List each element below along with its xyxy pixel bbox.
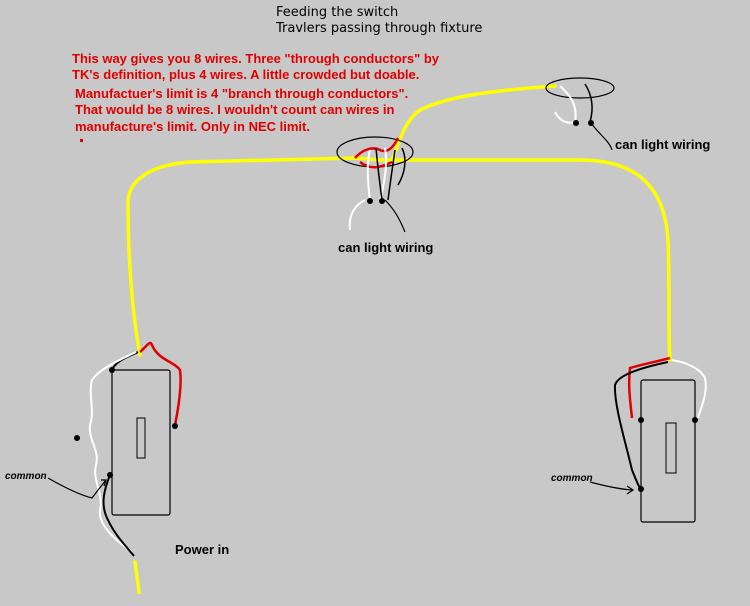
left-switch-terminal-common [107, 472, 113, 478]
left-common-label: common [5, 471, 47, 482]
center-red-traveler [354, 137, 400, 159]
note-line-4: That would be 8 wires. I wouldn't count … [75, 102, 395, 117]
left-switch-terminal-top [109, 367, 115, 373]
right-red-traveler [627, 356, 671, 419]
center-terminal-1 [367, 198, 373, 204]
right-switch-terminal-common [638, 486, 644, 492]
right-common-arrowhead [626, 485, 635, 495]
title-line-1: Feeding the switch [276, 5, 398, 20]
center-black-wire-1 [375, 147, 383, 201]
center-black-wire-3 [397, 147, 406, 186]
right-black-tail [589, 121, 613, 151]
center-white-wire-1 [366, 149, 371, 201]
note-line-2: TK's definition, plus 4 wires. A little … [72, 67, 419, 82]
right-switch-terminal-right [692, 417, 698, 423]
bottom-strip [0, 594, 150, 606]
right-switch [613, 356, 707, 523]
left-switch [74, 341, 182, 557]
power-in-label: Power in [175, 542, 229, 557]
right-can-light-label: can light wiring [615, 137, 710, 152]
right-switch-terminal-left [638, 417, 644, 423]
left-common-arrow [47, 477, 107, 499]
note-dot [80, 139, 83, 142]
left-bare-splice [74, 435, 80, 441]
right-switch-toggle [665, 422, 677, 474]
right-terminal-2 [588, 120, 594, 126]
right-white-tail [554, 111, 576, 124]
left-white-neutral-lower [94, 464, 133, 553]
right-fixture-outline [545, 77, 615, 99]
center-white-tail [348, 199, 366, 231]
right-black-wire [584, 83, 593, 123]
center-can-fixture [336, 136, 414, 233]
center-terminal-2 [379, 198, 385, 204]
left-switch-terminal-right [172, 423, 178, 429]
left-switch-toggle [136, 417, 146, 459]
note-line-5: manufacture's limit. Only in NEC limit. [75, 119, 310, 134]
right-black-common [613, 361, 669, 489]
right-can-fixture [545, 77, 615, 151]
left-black-common [102, 474, 135, 557]
left-common-arrowhead [101, 479, 107, 487]
left-white-neutral [88, 351, 137, 466]
yellow-cable-main [126, 156, 672, 362]
center-black-tail [384, 199, 406, 233]
center-fixture-outline [336, 136, 414, 168]
center-can-light-label: can light wiring [338, 240, 433, 255]
right-terminal-1 [573, 120, 579, 126]
title-line-2: Travlers passing through fixture [275, 21, 482, 36]
right-common-arrow [589, 481, 633, 491]
note-block: This way gives you 8 wires. Three "throu… [72, 51, 440, 142]
yellow-cable-to-right-fixture [390, 84, 557, 162]
note-line-3: Manufactuer's limit is 4 "branch through… [75, 86, 408, 101]
center-black-wire-2 [387, 149, 396, 201]
center-red-splice [359, 160, 393, 169]
right-white-wire [559, 85, 577, 123]
right-common-label: common [551, 473, 593, 484]
right-white-neutral [671, 359, 707, 419]
note-line-1: This way gives you 8 wires. Three "throu… [72, 51, 440, 66]
left-red-traveler [139, 341, 182, 426]
